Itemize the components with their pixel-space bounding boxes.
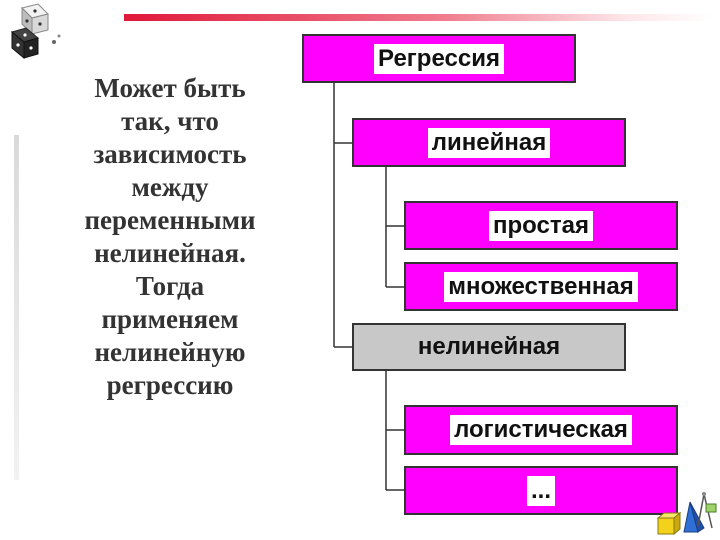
node-regression-label: Регрессия (374, 43, 504, 74)
node-linear-label: линейная (427, 127, 551, 158)
left-decorative-bar (14, 135, 19, 480)
explanation-line: так, что (121, 106, 219, 136)
explanation-line: между (131, 172, 209, 202)
node-logistic-label: логистическая (450, 415, 632, 445)
explanation-line: применяем (101, 304, 239, 334)
explanation-line: регрессию (106, 370, 234, 400)
top-accent-line (124, 14, 714, 21)
explanation-text: Может быть так, что зависимость между пе… (60, 72, 280, 402)
explanation-line: нелинейную (94, 337, 246, 367)
node-other: ... (404, 466, 678, 515)
explanation-line: зависимость (93, 139, 247, 169)
node-linear: линейная (352, 118, 626, 167)
explanation-line: переменными (84, 205, 256, 235)
explanation-line: Тогда (135, 271, 205, 301)
node-multiple-label: множественная (444, 271, 638, 302)
node-logistic: логистическая (404, 405, 678, 455)
explanation-line: нелинейная. (94, 238, 246, 268)
node-regression: Регрессия (302, 34, 576, 83)
dice-icon (10, 3, 61, 60)
node-other-label: ... (526, 475, 555, 506)
node-simple-label: простая (489, 210, 593, 241)
explanation-line: Может быть (94, 73, 246, 103)
node-nonlinear-label: нелинейная (417, 333, 561, 360)
geometry-shapes-icon (656, 492, 717, 536)
node-simple: простая (404, 201, 678, 250)
node-nonlinear: нелинейная (352, 323, 626, 371)
node-multiple: множественная (404, 262, 678, 311)
